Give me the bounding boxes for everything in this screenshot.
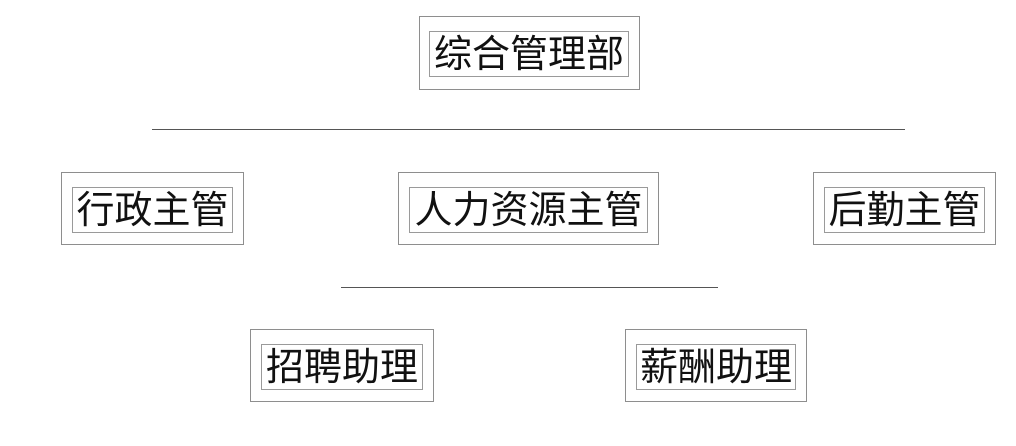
node-logistics-supervisor: 后勤主管: [813, 172, 996, 245]
connector-line-level-2: [341, 287, 718, 288]
node-label: 行政主管: [72, 187, 233, 233]
node-label: 招聘助理: [261, 344, 423, 390]
connector-line-level-1: [152, 129, 905, 130]
node-recruitment-assistant: 招聘助理: [250, 329, 434, 402]
node-compensation-assistant: 薪酬助理: [625, 329, 807, 402]
node-hr-supervisor: 人力资源主管: [398, 172, 659, 245]
node-admin-supervisor: 行政主管: [61, 172, 244, 245]
node-comprehensive-management-dept: 综合管理部: [419, 16, 640, 90]
node-label: 薪酬助理: [636, 344, 796, 390]
node-label: 后勤主管: [824, 187, 985, 233]
node-label: 人力资源主管: [409, 187, 648, 233]
node-label: 综合管理部: [429, 31, 629, 77]
